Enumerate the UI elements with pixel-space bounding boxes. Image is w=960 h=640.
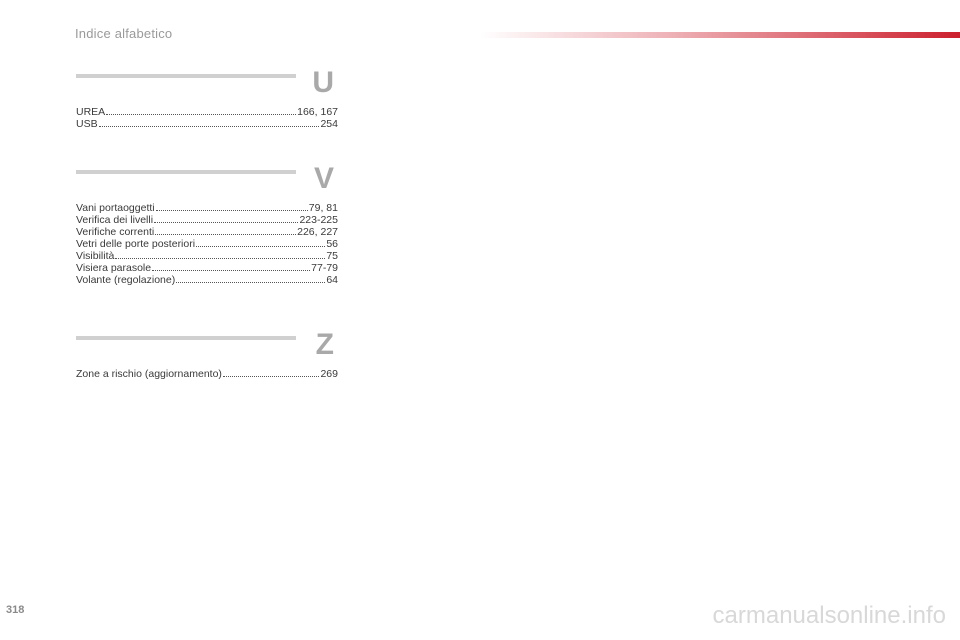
section-header: V [76,164,338,200]
section-header: Z [76,330,338,366]
index-entry[interactable]: Visibilità 75 [76,250,338,262]
entry-pages: 64 [326,274,338,286]
leader-dots [196,246,326,247]
index-entry[interactable]: Vani portaoggetti 79, 81 [76,202,338,214]
section-rule [76,170,296,174]
page-number: 318 [6,604,25,616]
index-section-u: U UREA 166, 167 USB 254 [76,68,338,130]
leader-dots [152,270,311,271]
leader-dots [154,222,299,223]
leader-dots [155,234,297,235]
section-letter: U [312,66,334,99]
entry-term: Volante (regolazione) [76,274,176,286]
entry-pages: 75 [326,250,338,262]
section-letter: V [313,162,334,195]
entry-term: Verifiche correnti [76,226,155,238]
index-entry[interactable]: Verifica dei livelli 223-225 [76,214,338,226]
entry-pages: 166, 167 [297,106,338,118]
entry-term: Visiera parasole [76,262,152,274]
entry-pages: 223-225 [299,214,338,226]
leader-dots [222,376,320,377]
entry-pages: 226, 227 [297,226,338,238]
leader-dots [155,210,308,211]
index-section-z: Z Zone a rischio (aggiornamento) 269 [76,330,338,380]
entry-term: Visibilità [76,250,115,262]
entry-pages: 77-79 [311,262,338,274]
index-entry[interactable]: Volante (regolazione) 64 [76,274,338,286]
section-header: U [76,68,338,104]
entry-list: Vani portaoggetti 79, 81 Verifica dei li… [76,202,338,286]
entry-term: Vetri delle porte posteriori [76,238,196,250]
entry-term: Verifica dei livelli [76,214,154,226]
section-letter: Z [315,328,334,361]
watermark: carmanualsonline.info [712,602,946,629]
entry-pages: 56 [326,238,338,250]
entry-list: Zone a rischio (aggiornamento) 269 [76,368,338,380]
index-section-v: V Vani portaoggetti 79, 81 Verifica dei … [76,164,338,286]
entry-term: Zone a rischio (aggiornamento) [76,368,222,380]
index-entry[interactable]: Visiera parasole 77-79 [76,262,338,274]
section-rule [76,74,296,78]
index-entry[interactable]: Zone a rischio (aggiornamento) 269 [76,368,338,380]
entry-pages: 254 [320,118,338,130]
leader-dots [106,114,297,115]
index-entry[interactable]: Verifiche correnti 226, 227 [76,226,338,238]
entry-term: USB [76,118,98,130]
entry-term: UREA [76,106,106,118]
entry-list: UREA 166, 167 USB 254 [76,106,338,130]
entry-pages: 79, 81 [308,202,338,214]
entry-term: Vani portaoggetti [76,202,155,214]
index-entry[interactable]: UREA 166, 167 [76,106,338,118]
leader-dots [176,282,326,283]
entry-pages: 269 [320,368,338,380]
index-entry[interactable]: USB 254 [76,118,338,130]
page-header-title: Indice alfabetico [75,26,173,41]
index-entry[interactable]: Vetri delle porte posteriori 56 [76,238,338,250]
leader-dots [115,258,326,259]
section-rule [76,336,296,340]
leader-dots [98,126,320,127]
header-accent-bar [480,32,960,38]
